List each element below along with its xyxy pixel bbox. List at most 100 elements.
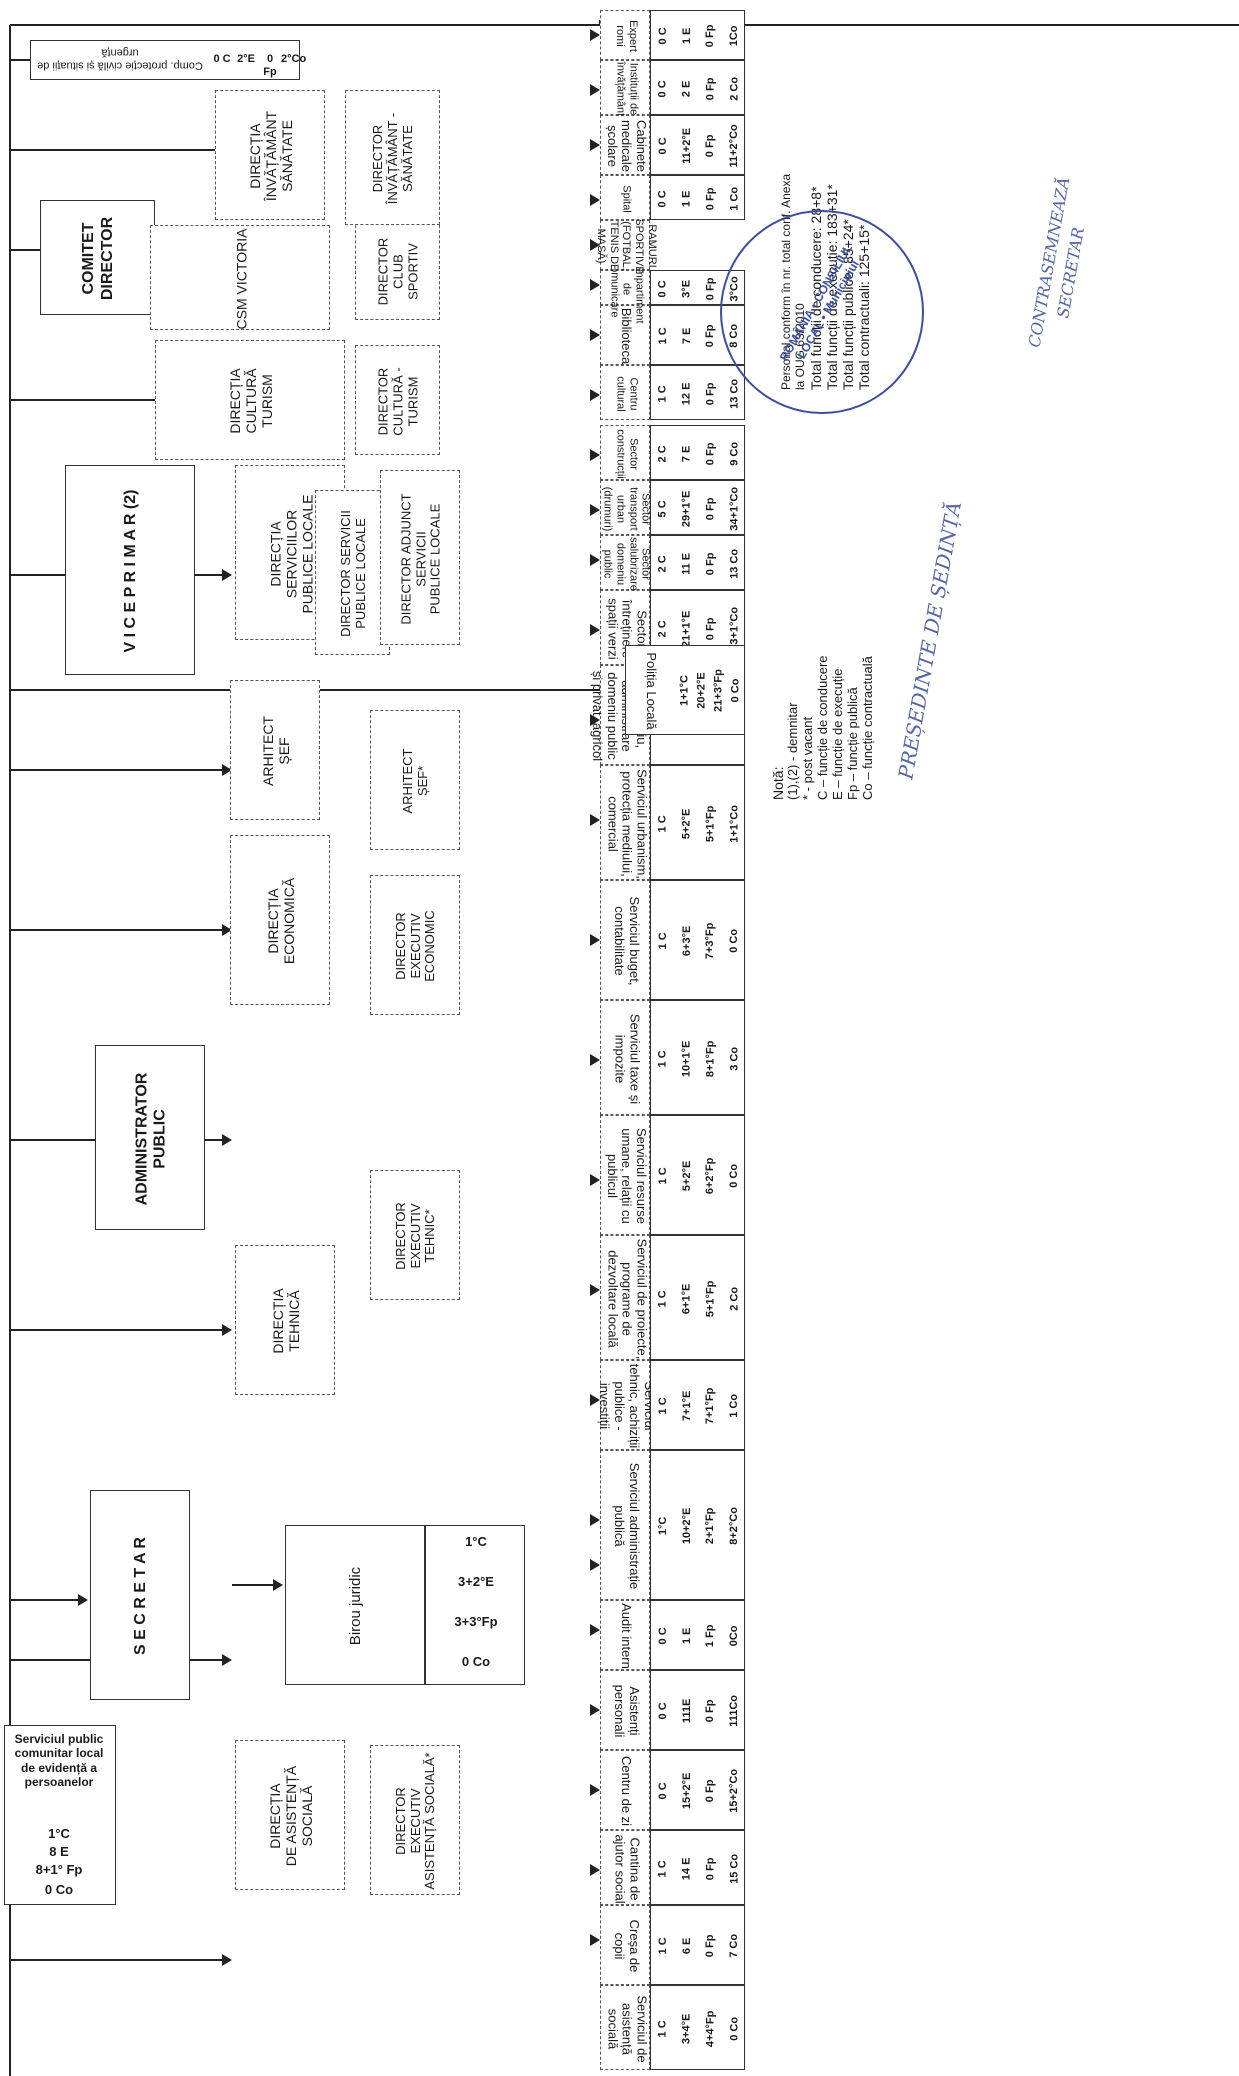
service-stat-4-1: 111E — [680, 1698, 693, 1724]
dept-director-servicii-adjunct: DIRECTOR ADJUNCT SERVICII PUBLICE LOCALE — [380, 470, 460, 645]
service-stat-2-0: 1 C — [656, 1859, 669, 1878]
service-stat-11-0: 1 C — [656, 932, 669, 950]
notes-line-3: E – funcție de execuție — [829, 668, 845, 800]
service-stat-24-0: 0 C — [656, 79, 669, 98]
service-stat-15-0: 2 C — [656, 554, 669, 573]
dept-box-arhitect: ARHITECT ȘEF — [230, 680, 320, 820]
service-label-7: Serviciul tehnic, achiziții publice - in… — [597, 1363, 657, 1449]
dept-title-viceprimar: V I C E P R I M A R (2) — [121, 489, 139, 653]
dept-director-label-cultura: DIRECTOR CULTURĂ - TURISM — [375, 366, 420, 436]
service-stat-1-3: 7 Co — [727, 1934, 740, 1958]
service-stat-15-3: 13 Co — [727, 548, 740, 579]
service-stat-19-1: 7 E — [680, 327, 693, 345]
service-stat-9-2: 6+2°Fp — [704, 1157, 717, 1195]
service-stat-1-2: 0 Fp — [704, 1934, 717, 1958]
evidenta-persoanelor-box: Serviciul public comunitar local de evid… — [4, 1725, 116, 1905]
service-box-2: Cantina de ajutor social — [600, 1830, 650, 1905]
service-box-10: Serviciul taxe și impozite — [600, 1000, 650, 1115]
dept-box-administrator: ADMINISTRATOR PUBLIC — [95, 1045, 205, 1230]
service-box-0: Serviciul de asistență socială — [600, 1985, 650, 2070]
service-label-12: Serviciul urbanism, protecția mediului, … — [604, 768, 650, 879]
birou-juridic-stats: 1°C 3+2°E 3+3°Fp 0 Co — [425, 1525, 525, 1685]
service-label-17: Sector construcții — [614, 428, 639, 479]
service-stat-1-0: 1 C — [656, 1937, 669, 1955]
service-stat-17-1: 7 E — [680, 445, 693, 462]
politia-stat-0: 1+1°C — [678, 675, 691, 707]
service-stat-0-3: 0 Co — [727, 2016, 740, 2041]
seal-text: ROMÂNIA • CONSILIUL LOCAL • Municipiul — [776, 241, 862, 364]
service-box-15: Sector salubrizare domeniu public — [600, 535, 651, 590]
service-stat-9-1: 5+2°E — [680, 1160, 693, 1192]
dept-director-label-arhitect: ARHITECT ȘEF* — [400, 748, 430, 814]
service-box-17: Sector construcții — [600, 425, 650, 480]
service-stat-23-1: 11+2°E — [680, 128, 693, 164]
service-stat-17-2: 0 Fp — [704, 442, 717, 465]
service-stat-16-1: 29+1°E — [680, 490, 693, 527]
service-label-10: Serviciul taxe și impozite — [612, 1013, 642, 1104]
service-label-23: Cabinete medicale școlare — [604, 119, 650, 173]
service-stat-19-0: 1 C — [656, 327, 669, 345]
dept-title-asistenta: DIRECȚIA DE ASISTENȚĂ SOCIALĂ — [266, 1765, 316, 1867]
service-label-1: Creșa de copii — [612, 1919, 642, 1973]
service-stat-22-3: 1 Co — [727, 186, 740, 211]
service-stat-3-1: 15+2°E — [680, 1772, 693, 1810]
official-seal: ROMÂNIA • CONSILIUL LOCAL • Municipiul — [720, 210, 924, 414]
service-stat-4-0: 0 C — [656, 1702, 669, 1720]
service-label-11: Serviciul buget, contabilitate — [612, 896, 642, 986]
birou-juridic-label: Birou juridic — [347, 1566, 365, 1646]
service-stat-0-2: 4+4°Fp — [704, 2010, 717, 2047]
dept-box-asistenta: DIRECȚIA DE ASISTENȚĂ SOCIALĂ — [235, 1740, 345, 1890]
dept-director-label-tehnica: DIRECTOR EXECUTIV TEHNIC* — [392, 1202, 438, 1270]
service-stat-7-2: 7+1°Fp — [704, 1387, 717, 1425]
service-stat-20-1: 3°E — [680, 279, 693, 298]
pc-e: 2°E — [237, 53, 255, 65]
service-stat-20-0: 0 C — [656, 279, 669, 298]
service-stat-24-2: 0 Fp — [704, 77, 717, 100]
service-stat-5-0: 0 C — [656, 1627, 669, 1645]
service-label-25: Expert romi — [614, 20, 639, 52]
service-stat-25-2: 0 Fp — [704, 24, 717, 48]
service-stat-12-3: 1+1°Co — [727, 804, 740, 843]
service-stat-24-3: 2 Co — [727, 76, 740, 101]
service-box-20: Compartiment de comunicare — [600, 254, 650, 323]
dept-director-label-servicii-adjunct: DIRECTOR ADJUNCT SERVICII PUBLICE LOCALE — [397, 492, 443, 625]
politia-label: Poliția Locală — [644, 652, 660, 730]
evidenta-e: 8 E — [49, 1844, 69, 1859]
service-label-16: Sector transport urban (drumuri) — [601, 486, 652, 531]
dept-title-economica: DIRECȚIA ECONOMICĂ — [264, 877, 297, 965]
service-stat-11-2: 7+3°Fp — [704, 922, 717, 960]
dept-box-secretar: S E C R E T A R — [90, 1490, 190, 1700]
service-box-12: Serviciul urbanism, protecția mediului, … — [600, 765, 650, 880]
service-box-21: RAMURI SPORTIVE (FOTBAL, TENIS DE MASĂ) — [595, 218, 658, 273]
service-stat-10-3: 3 Co — [727, 1046, 740, 1071]
dept-director-tehnica: DIRECTOR EXECUTIV TEHNIC* — [370, 1170, 460, 1300]
service-stat-8-1: 6+1°E — [680, 1283, 693, 1314]
service-label-8: Serviciul de proiecte, programe de dezvo… — [604, 1238, 650, 1359]
dept-director-label-invatamant: DIRECTOR ÎNVĂȚĂMÂNT - SĂNĂTATE — [370, 112, 415, 205]
dept-director-label-csm: DIRECTOR CLUB SPORTIV — [375, 237, 420, 305]
service-stat-9-3: 0 Co — [727, 1164, 740, 1188]
service-stat-22-1: 1 E — [680, 190, 693, 207]
service-stat-17-0: 2 C — [656, 444, 669, 463]
service-label-22: Spital — [620, 184, 633, 213]
notes-line-1: * - post vacant — [800, 716, 816, 800]
pc-co: 2°Co — [281, 53, 307, 65]
service-box-16: Sector transport urban (drumuri) — [600, 480, 652, 535]
service-box-22: Spital — [600, 175, 650, 220]
service-box-9: Serviciul resurse umane, relații cu publ… — [600, 1115, 650, 1235]
service-stat-7-0: 1 C — [656, 1397, 669, 1415]
notes-title: Notă: — [770, 766, 786, 800]
service-stat-16-2: 0 Fp — [704, 497, 717, 520]
service-stat-10-1: 10+1°E — [680, 1040, 693, 1077]
politia-stat-2: 21+3°Fp — [712, 669, 725, 712]
politia-stat-3: 0 Co — [729, 678, 742, 703]
service-label-24: Instituții de învățământ — [614, 61, 639, 116]
